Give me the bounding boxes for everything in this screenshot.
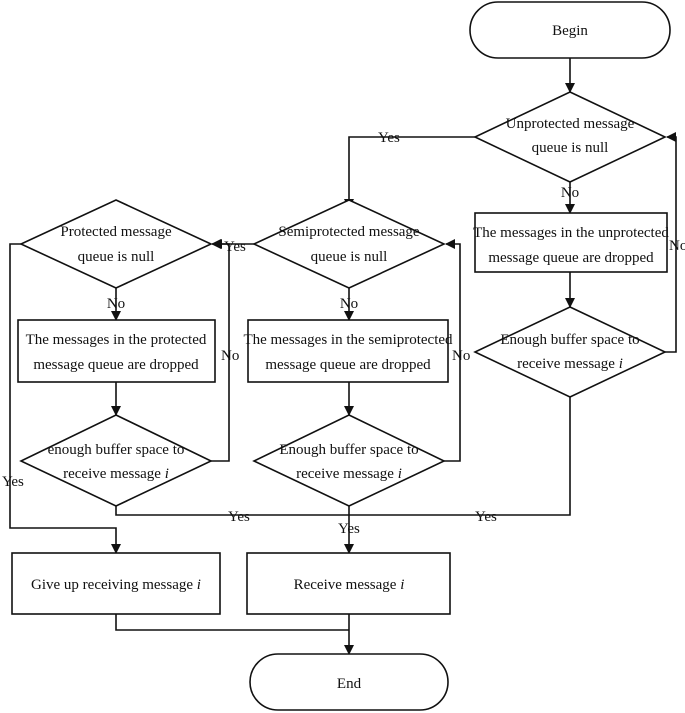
prot-buffer-decision: [19, 414, 213, 507]
arrow-unprotected-buffer-yes: [349, 397, 571, 516]
semi-check-line1: Semiprotected message: [278, 224, 420, 240]
semi-drop-line1: The messages in the semiprotected: [243, 332, 453, 348]
receive-process: [246, 552, 451, 615]
label-yes-unprotected-buffer: Yes: [475, 509, 497, 525]
arrow-unprotected-buffer-no: [665, 132, 677, 353]
prot-check-line1: Protected message: [60, 224, 172, 240]
unprotected-drop-process: [474, 212, 668, 273]
unprotected-check-line2: queue is null: [532, 140, 609, 156]
unprotected-buffer-decision: [473, 306, 667, 398]
label-no-unprotected-buffer: No: [669, 238, 685, 254]
unprotected-check-line1: Unprotected message: [506, 116, 635, 132]
arrow-semi-buffer-no: [444, 239, 461, 462]
prot-drop-process: [17, 319, 216, 383]
prot-buffer-line1: enough buffer space to: [48, 442, 185, 458]
label-no-semi-buffer: No: [452, 348, 470, 364]
prot-drop-line1: The messages in the protected: [26, 332, 207, 348]
arrow-giveup-to-end: [115, 614, 349, 631]
semi-buffer-line2: receive message i: [296, 466, 402, 482]
semi-buffer-decision: [252, 414, 446, 507]
semi-check-decision: [252, 199, 446, 289]
end-label: End: [337, 676, 362, 692]
label-yes-prot: Yes: [2, 474, 24, 490]
end-terminal: [249, 653, 449, 711]
prot-check-line2: queue is null: [78, 249, 155, 265]
begin-label: Begin: [552, 23, 588, 39]
prot-drop-line2: message queue are dropped: [33, 357, 199, 373]
label-no-prot: No: [107, 296, 125, 312]
semi-drop-process: [247, 319, 449, 383]
label-no-unprotected: No: [561, 185, 579, 201]
arrow-prot-yes: [9, 243, 121, 554]
semi-check-line2: queue is null: [311, 249, 388, 265]
connectors: [9, 58, 677, 655]
give-up-label: Give up receiving message i: [31, 577, 201, 593]
arrow-unprotected-yes: [344, 136, 475, 209]
semi-drop-line2: message queue are dropped: [265, 357, 431, 373]
label-yes-semi: Yes: [224, 239, 246, 255]
unprotected-buffer-line2: receive message i: [517, 356, 623, 372]
arrow-prot-buffer-no: [211, 239, 230, 462]
unprotected-drop-line2: message queue are dropped: [488, 250, 654, 266]
label-yes-prot-buffer: Yes: [228, 509, 250, 525]
unprotected-buffer-line1: Enough buffer space to: [500, 332, 639, 348]
semi-buffer-line1: Enough buffer space to: [279, 442, 418, 458]
label-no-prot-buffer: No: [221, 348, 239, 364]
unprotected-drop-line1: The messages in the unprotected: [473, 225, 669, 241]
prot-check-decision: [19, 199, 213, 289]
arrow-prot-buffer-yes: [115, 506, 349, 516]
give-up-process: [11, 552, 221, 615]
label-yes-unprotected: Yes: [378, 130, 400, 146]
label-no-semi: No: [340, 296, 358, 312]
begin-terminal: [469, 1, 671, 59]
receive-label: Receive message i: [294, 577, 405, 593]
unprotected-check-decision: [473, 91, 667, 183]
prot-buffer-line2: receive message i: [63, 466, 169, 482]
label-yes-semi-buffer: Yes: [338, 521, 360, 537]
